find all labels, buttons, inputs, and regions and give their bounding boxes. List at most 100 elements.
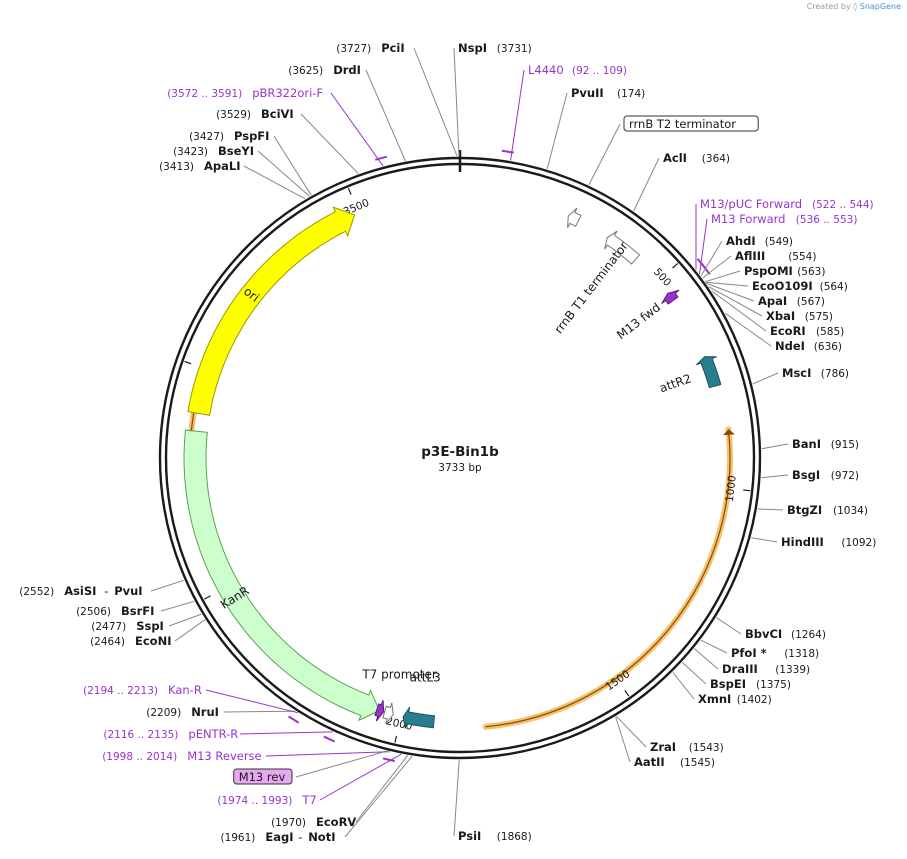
label-pos-bsrfi: (2506) bbox=[76, 606, 111, 618]
label-pos-econi: (2464) bbox=[90, 636, 125, 648]
label-pos-apai: (567) bbox=[797, 296, 825, 308]
label-pos-pvuii: (174) bbox=[617, 88, 645, 100]
label-pspfi: (3427)PspFI bbox=[189, 129, 269, 143]
leader-line-bsgi bbox=[761, 474, 789, 479]
label-t7: (1974 .. 1993)T7 bbox=[217, 793, 316, 807]
label-name-apai: ApaI bbox=[758, 294, 787, 308]
label-pos-asisi: (2552) bbox=[19, 586, 54, 598]
tick-mark bbox=[204, 595, 211, 600]
leader-line-bbvci bbox=[716, 617, 742, 635]
label-name-xbai: XbaI bbox=[766, 309, 795, 323]
label-hindiii: HindIII(1092) bbox=[781, 535, 876, 549]
label-btgzi: BtgZI(1034) bbox=[787, 503, 868, 517]
label-sspi: (2477)SspI bbox=[91, 619, 164, 633]
tick-label: 500 bbox=[651, 266, 673, 289]
label-name-pspomi: PspOMI bbox=[744, 264, 793, 278]
tick-mark bbox=[672, 262, 679, 269]
leader-line-m13-forward bbox=[699, 218, 708, 275]
tick-mark bbox=[394, 735, 398, 743]
label-name-msci: MscI bbox=[782, 366, 811, 380]
leader-line-pspomi bbox=[705, 270, 741, 283]
label-name-rrnb-t2-terminator: rrnB T2 terminator bbox=[629, 117, 736, 131]
label-bspei: BspEI(1375) bbox=[710, 677, 791, 691]
label-pos-bcivi: (3529) bbox=[216, 109, 251, 121]
label-name-sspi: SspI bbox=[136, 619, 164, 633]
orange-arc-line bbox=[485, 429, 731, 728]
leader-line-econi bbox=[174, 619, 206, 642]
label-name-nrui: NruI bbox=[191, 705, 219, 719]
label-nrui: (2209)NruI bbox=[146, 705, 219, 719]
label-pos-xbai: (575) bbox=[805, 311, 833, 323]
label-pos-l4440: (92 .. 109) bbox=[572, 65, 627, 77]
label-nspi: NspI(3731) bbox=[458, 41, 532, 55]
orange-arc-arrowhead bbox=[723, 429, 735, 436]
leader-lines bbox=[150, 47, 789, 838]
label-afliii: AflIII(554) bbox=[735, 249, 816, 263]
label-bcivi: (3529)BciVI bbox=[216, 107, 294, 121]
label-name-t7: T7 bbox=[301, 793, 316, 807]
label-name-m13-forward: M13 Forward bbox=[711, 212, 785, 226]
label-msci: MscI(786) bbox=[782, 366, 849, 380]
label-name2-eagi: NotI bbox=[308, 830, 335, 844]
label-name-apali: ApaLI bbox=[204, 159, 241, 173]
label-name-afliii: AflIII bbox=[735, 249, 765, 263]
label-pos-bani: (915) bbox=[831, 439, 859, 451]
tick-mark bbox=[184, 360, 192, 365]
leader-line-pbr322ori-f bbox=[330, 92, 384, 167]
leader-line-ndei bbox=[724, 312, 772, 347]
label-name-m13-rev: M13 rev bbox=[239, 770, 286, 784]
feature-label-attr2: attR2 bbox=[658, 371, 694, 395]
feature-label-t7-promoter: T7 promoter bbox=[361, 668, 437, 682]
label-pos-m13-puc-forward: (522 .. 544) bbox=[812, 199, 874, 211]
label-bsgi: BsgI(972) bbox=[792, 468, 859, 482]
label-drdi: (3625)DrdI bbox=[288, 63, 361, 77]
label-pos-ecori: (585) bbox=[816, 326, 844, 338]
leader-line-m13-reverse bbox=[265, 751, 390, 757]
label-acli: AclI(364) bbox=[663, 151, 730, 165]
leader-line-bcivi bbox=[300, 113, 359, 174]
label-pos-ecoo109i: (564) bbox=[820, 281, 848, 293]
snapgene-credit: Created by ◊ SnapGene bbox=[807, 2, 901, 11]
label-name-m13-puc-forward: M13/pUC Forward bbox=[700, 197, 802, 211]
label-name-draiii: DraIII bbox=[722, 662, 758, 676]
leader-line-acli bbox=[633, 157, 660, 212]
label-bsrfi: (2506)BsrFI bbox=[76, 604, 154, 618]
feature-arrow-kanr bbox=[183, 429, 381, 722]
feature-arrow-attr2 bbox=[695, 356, 722, 389]
feature-arrow-ori bbox=[187, 206, 356, 416]
label-ecori: EcoRI (585) bbox=[770, 324, 844, 338]
leader-line-drdi bbox=[365, 69, 406, 162]
label-name-nspi: NspI bbox=[458, 41, 487, 55]
label-kan-r: (2194 .. 2213)Kan-R bbox=[83, 683, 202, 697]
leader-line-afliii bbox=[702, 255, 732, 279]
leader-line-sspi bbox=[168, 613, 202, 627]
primer-mark bbox=[323, 735, 336, 743]
label-name-aatii: AatII bbox=[634, 755, 665, 769]
leader-line-msci bbox=[752, 372, 779, 385]
label-separator: - bbox=[298, 830, 302, 844]
label-aatii: AatII(1545) bbox=[634, 755, 715, 769]
feature-arrow-m13-rev bbox=[374, 699, 385, 722]
leader-line-asisi bbox=[150, 579, 185, 592]
leader-line-nrui bbox=[223, 710, 296, 713]
label-name-l4440: L4440 bbox=[528, 63, 564, 77]
tick-label: 1000 bbox=[724, 475, 739, 503]
label-pos-acli: (364) bbox=[702, 153, 730, 165]
label-pos-ndei: (636) bbox=[814, 341, 842, 353]
label-pos-kan-r: (2194 .. 2213) bbox=[83, 685, 158, 697]
label-pos-xmni: (1402) bbox=[737, 694, 772, 706]
label-name-zrai: ZraI bbox=[650, 740, 676, 754]
label-m13-reverse: (1998 .. 2014)M13 Reverse bbox=[102, 749, 261, 763]
leader-line-bani bbox=[761, 443, 789, 450]
feature-label-attl3: attL3 bbox=[410, 670, 441, 684]
label-pos-apali: (3413) bbox=[159, 161, 194, 173]
label-pos-pspfi: (3427) bbox=[189, 131, 224, 143]
orange-arcs bbox=[187, 363, 735, 730]
label-pos-pcii: (3727) bbox=[336, 43, 371, 55]
label-pos-m13-forward: (536 .. 553) bbox=[796, 214, 858, 226]
label-pvuii: PvuII(174) bbox=[571, 86, 645, 100]
label-draiii: DraIII(1339) bbox=[722, 662, 810, 676]
label-name-ecori: EcoRI bbox=[770, 324, 806, 338]
leader-line-ecori bbox=[711, 290, 767, 332]
label-name-btgzi: BtgZI bbox=[787, 503, 822, 517]
